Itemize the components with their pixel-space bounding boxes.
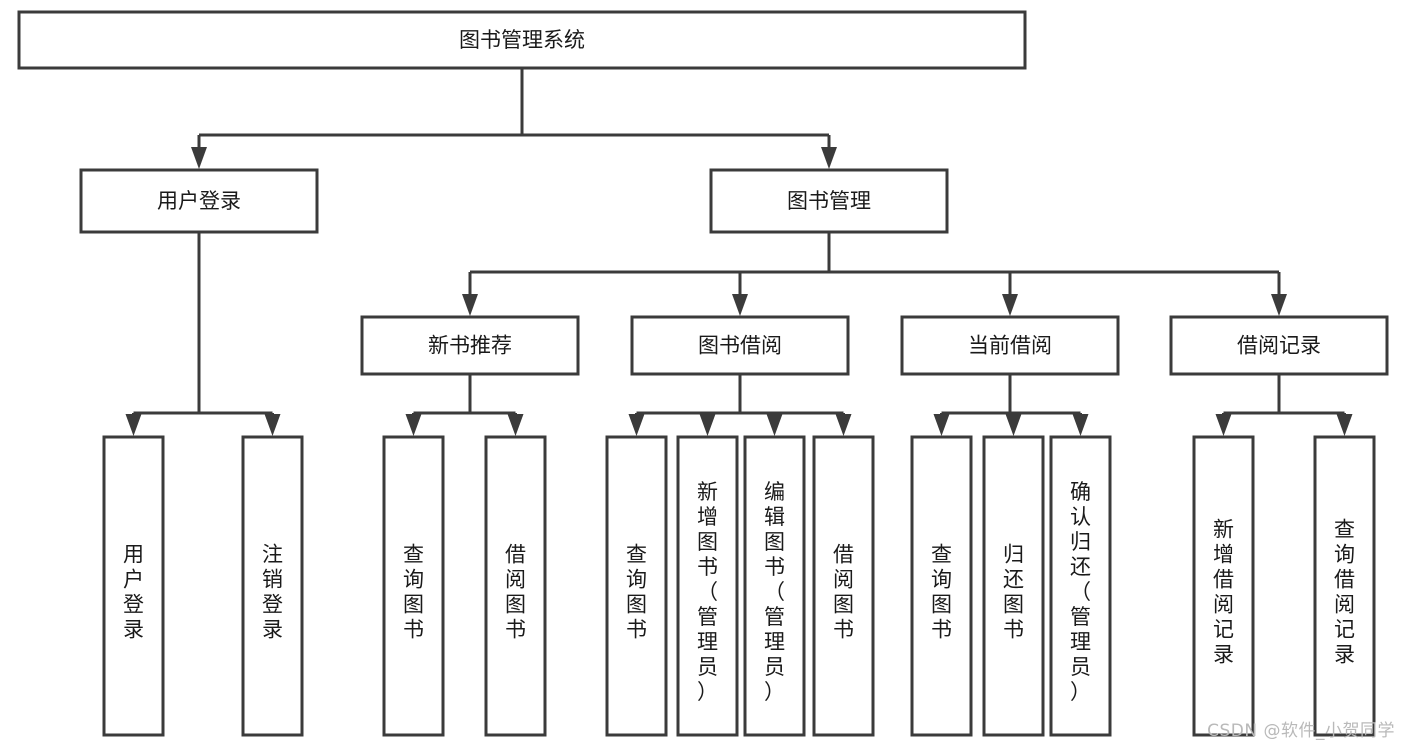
node-box-login [79, 168, 319, 234]
arrow-head-leaf-borrow-3 [766, 414, 783, 436]
node-borrow[interactable]: 图书借阅 [630, 315, 850, 376]
node-box-borrow [630, 315, 850, 376]
node-leaf-borrow-2[interactable]: 新增图书（管理员） [676, 435, 739, 737]
node-box-leaf-borrow-2 [676, 435, 739, 737]
node-bookmgmt[interactable]: 图书管理 [709, 168, 949, 234]
node-box-current [900, 315, 1120, 376]
node-root[interactable]: 图书管理系统 [17, 10, 1027, 70]
node-leaf-current-2[interactable]: 归还图书 [982, 435, 1045, 737]
node-box-leaf-record-1 [1192, 435, 1255, 737]
node-leaf-record-1[interactable]: 新增借阅记录 [1192, 435, 1255, 737]
node-label-leaf-newbook-2: 借阅图书 [505, 543, 526, 642]
node-label-leaf-current-1: 查询图书 [931, 543, 952, 642]
arrow-head-leaf-record-2 [1336, 414, 1353, 436]
node-label-bookmgmt: 图书管理 [787, 189, 871, 213]
node-box-leaf-login-1 [102, 435, 165, 737]
node-label-leaf-current-2: 归还图书 [1003, 543, 1024, 642]
arrow-head-leaf-newbook-2 [507, 414, 524, 436]
node-current[interactable]: 当前借阅 [900, 315, 1120, 376]
node-label-leaf-current-3: 确认归还（管理员） [1070, 480, 1091, 704]
node-box-leaf-record-2 [1313, 435, 1376, 737]
arrow-head-login [191, 147, 207, 169]
node-leaf-borrow-1[interactable]: 查询图书 [605, 435, 668, 737]
node-label-newbook: 新书推荐 [428, 334, 512, 358]
node-label-current: 当前借阅 [968, 334, 1052, 358]
node-leaf-login-1[interactable]: 用户登录 [102, 435, 165, 737]
arrow-head-leaf-borrow-4 [835, 414, 852, 436]
arrow-head-record [1271, 294, 1287, 316]
node-label-leaf-login-1: 用户登录 [123, 543, 144, 642]
arrow-head-newbook [462, 294, 478, 316]
node-leaf-newbook-2[interactable]: 借阅图书 [484, 435, 547, 737]
arrow-head-leaf-current-3 [1072, 414, 1089, 436]
node-box-root [17, 10, 1027, 70]
node-leaf-current-1[interactable]: 查询图书 [910, 435, 973, 737]
node-newbook[interactable]: 新书推荐 [360, 315, 580, 376]
node-label-record: 借阅记录 [1237, 334, 1321, 358]
node-label-leaf-borrow-2: 新增图书（管理员） [697, 480, 718, 704]
node-box-leaf-newbook-1 [382, 435, 445, 737]
node-leaf-newbook-1[interactable]: 查询图书 [382, 435, 445, 737]
node-label-borrow: 图书借阅 [698, 334, 782, 358]
node-box-leaf-borrow-1 [605, 435, 668, 737]
node-login[interactable]: 用户登录 [79, 168, 319, 234]
node-label-leaf-borrow-4: 借阅图书 [833, 543, 854, 642]
node-box-leaf-current-2 [982, 435, 1045, 737]
node-box-bookmgmt [709, 168, 949, 234]
node-record[interactable]: 借阅记录 [1169, 315, 1389, 376]
node-leaf-borrow-3[interactable]: 编辑图书（管理员） [743, 435, 806, 737]
node-label-login: 用户登录 [157, 189, 241, 213]
arrow-head-bookmgmt [821, 147, 837, 169]
node-label-leaf-record-1: 新增借阅记录 [1213, 518, 1234, 667]
node-box-leaf-current-1 [910, 435, 973, 737]
node-leaf-current-3[interactable]: 确认归还（管理员） [1049, 435, 1112, 737]
arrow-head-leaf-newbook-1 [405, 414, 422, 436]
node-box-leaf-borrow-3 [743, 435, 806, 737]
node-leaf-record-2[interactable]: 查询借阅记录 [1313, 435, 1376, 737]
node-box-leaf-borrow-4 [812, 435, 875, 737]
arrow-head-leaf-login-1 [125, 414, 142, 436]
node-label-leaf-newbook-1: 查询图书 [403, 543, 424, 642]
arrow-head-leaf-record-1 [1215, 414, 1232, 436]
node-label-root: 图书管理系统 [459, 28, 585, 52]
arrow-head-leaf-login-2 [264, 414, 281, 436]
arrow-head-leaf-current-1 [933, 414, 950, 436]
node-label-leaf-login-2: 注销登录 [262, 543, 283, 642]
node-label-leaf-borrow-1: 查询图书 [626, 543, 647, 642]
node-label-leaf-record-2: 查询借阅记录 [1334, 518, 1355, 667]
node-leaf-login-2[interactable]: 注销登录 [241, 435, 304, 737]
node-leaf-borrow-4[interactable]: 借阅图书 [812, 435, 875, 737]
node-box-leaf-login-2 [241, 435, 304, 737]
arrow-head-leaf-current-2 [1005, 414, 1022, 436]
arrow-head-current [1002, 294, 1018, 316]
node-box-leaf-current-3 [1049, 435, 1112, 737]
node-box-leaf-newbook-2 [484, 435, 547, 737]
node-box-newbook [360, 315, 580, 376]
node-box-record [1169, 315, 1389, 376]
arrow-head-leaf-borrow-1 [628, 414, 645, 436]
node-label-leaf-borrow-3: 编辑图书（管理员） [764, 480, 785, 704]
arrow-head-borrow [732, 294, 748, 316]
arrow-head-leaf-borrow-2 [699, 414, 716, 436]
